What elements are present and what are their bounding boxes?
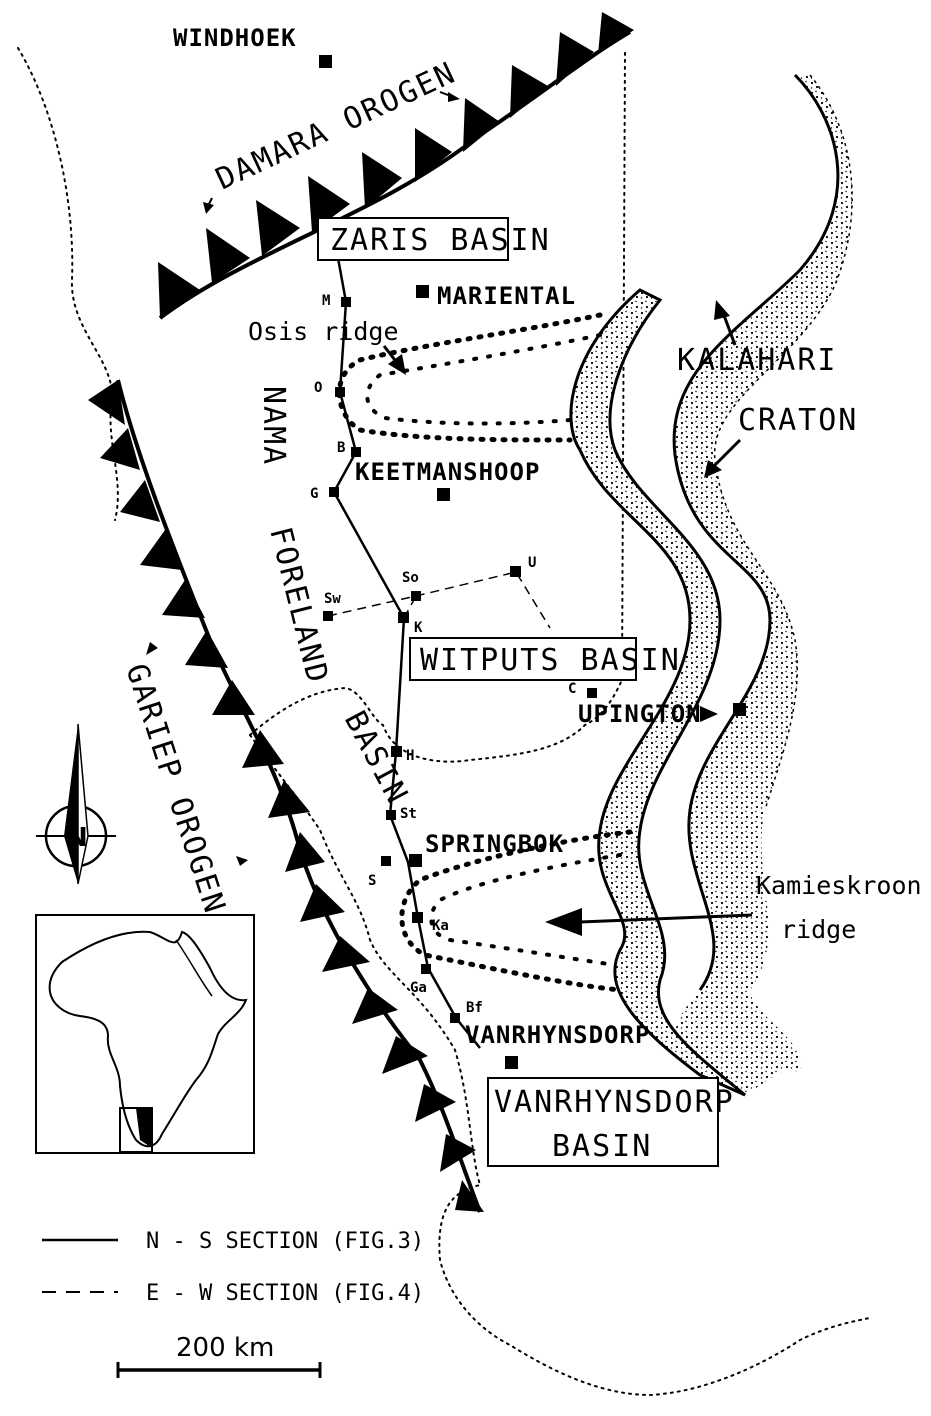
kalahari-craton-margin — [569, 73, 853, 1097]
station-label-Bf: Bf — [466, 1000, 483, 1016]
station-label-K: K — [414, 620, 423, 636]
city-label-mariental: MARIENTAL — [437, 282, 576, 310]
ew-section-line — [327, 571, 551, 629]
basin-label-vanrhynsdorp: VANRHYNSDORP — [494, 1085, 735, 1120]
station-label-H: H — [406, 748, 414, 764]
basin-label-witputs: WITPUTS BASIN — [420, 643, 681, 678]
station-label-Ka: Ka — [432, 918, 449, 934]
region-label-kamieskroon: Kamieskroon — [756, 871, 922, 900]
city-markers — [319, 55, 746, 1069]
station-label-So: So — [402, 570, 419, 586]
damara-orogen-front — [158, 12, 634, 320]
city-label-windhoek: WINDHOEK — [173, 24, 297, 52]
station-label-C: C — [568, 681, 576, 697]
region-label-osis-ridge: Osis ridge — [248, 317, 399, 346]
city-label-vanrhynsdorp: VANRHYNSDORP — [465, 1021, 650, 1049]
scale-bar-label: 200 km — [176, 1333, 274, 1363]
vanrhynsdorp-basin-box: VANRHYNSDORP BASIN — [487, 1077, 735, 1167]
station-label-M: M — [322, 293, 330, 309]
africa-inset — [35, 914, 255, 1154]
station-label-O: O — [314, 380, 322, 396]
witputs-basin-box: WITPUTS BASIN — [409, 637, 681, 681]
city-label-springbok: SPRINGBOK — [425, 830, 564, 858]
station-label-G: G — [310, 486, 318, 502]
station-label-St: St — [400, 806, 417, 822]
region-label-kamieskroon-ridge: ridge — [781, 915, 856, 944]
station-label-B: B — [337, 440, 345, 456]
station-label-Ga: Ga — [410, 980, 427, 996]
region-label-craton: CRATON — [738, 403, 858, 438]
north-arrow-icon: N — [36, 723, 116, 885]
zaris-basin-box: ZARIS BASIN — [317, 217, 551, 261]
station-label-U: U — [528, 555, 536, 571]
basin-label-zaris: ZARIS BASIN — [330, 223, 551, 258]
legend-label-ew: E - W SECTION (FIG.4) — [146, 1281, 424, 1306]
legend-label-ns: N - S SECTION (FIG.3) — [146, 1229, 424, 1254]
compass-north-label: N — [66, 823, 88, 853]
legend: N - S SECTION (FIG.3) E - W SECTION (FIG… — [42, 1229, 424, 1306]
gariep-orogen-front — [88, 379, 484, 1213]
region-label-basin: BASIN — [337, 705, 415, 810]
region-label-gariep-orogen: GARIEP OROGEN — [118, 660, 232, 919]
kamieskroon-ridge-outline — [399, 829, 633, 993]
basin-label-vanrhynsdorp-basin: BASIN — [552, 1129, 652, 1164]
station-label-Sw: Sw — [324, 591, 341, 607]
station-markers — [323, 297, 597, 1023]
osis-ridge-outline — [336, 312, 603, 443]
station-label-S: S — [368, 873, 376, 889]
region-label-kalahari: KALAHARI — [677, 343, 838, 378]
city-label-keetmanshoop: KEETMANSHOOP — [355, 458, 540, 486]
city-label-upington: UPINGTON — [578, 700, 702, 728]
region-label-nama: NAMA — [256, 386, 291, 466]
scale-bar: 200 km — [116, 1333, 322, 1378]
